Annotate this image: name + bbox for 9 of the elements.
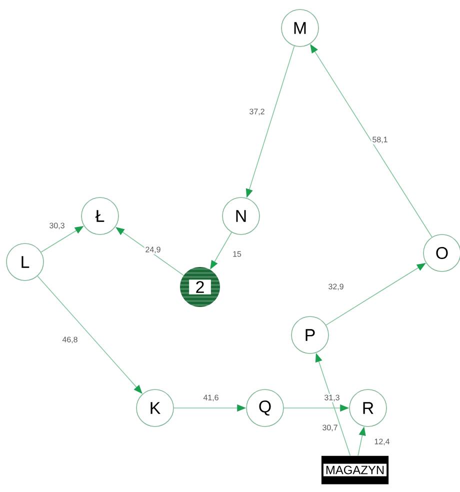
warehouse-box: MAGAZYN [321, 456, 389, 484]
circle-node: L [6, 243, 44, 281]
circle-node: P [291, 316, 329, 354]
circle-node: K [136, 389, 174, 427]
circle-node: R [349, 389, 387, 427]
circle-node: M [281, 9, 319, 47]
circle-node: Ł [81, 197, 119, 235]
circle-node: N [222, 197, 260, 235]
circle-node: Q [246, 389, 284, 427]
